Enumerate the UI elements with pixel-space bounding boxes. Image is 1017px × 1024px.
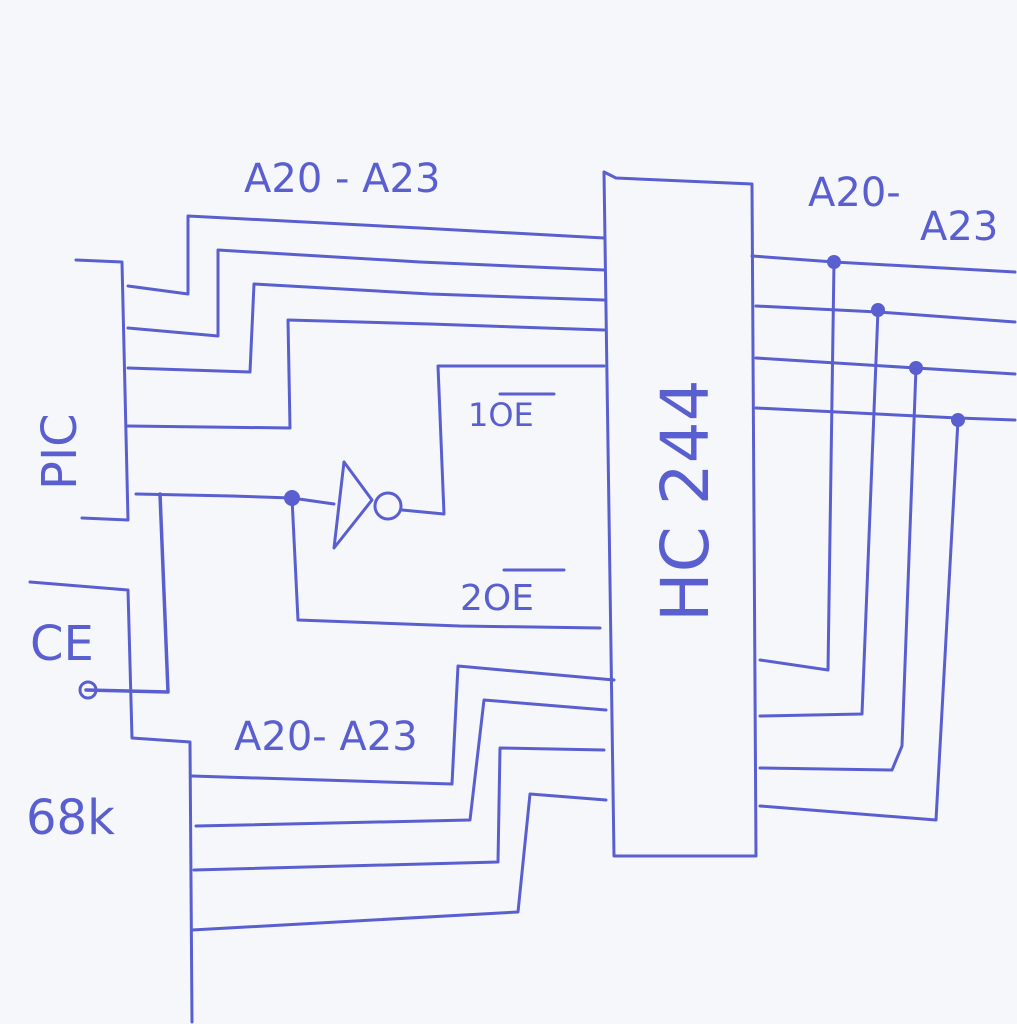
oe1-label: 1OE — [468, 396, 534, 434]
oe2-wire — [290, 496, 602, 630]
ce-label: CE — [30, 616, 94, 672]
pic-line-a21 — [126, 248, 606, 338]
pic-line-a23 — [126, 318, 606, 430]
cpu-line-a21 — [194, 698, 608, 828]
cpu-label: 68k — [26, 790, 115, 846]
hc244-chip: HC 244 — [602, 170, 758, 858]
cpu-line-a22 — [192, 746, 606, 872]
out-line-a23 — [754, 406, 1017, 422]
pic-label: PIC — [32, 413, 88, 490]
pic-block-outline — [74, 258, 130, 522]
ce-pin-circle — [78, 680, 98, 700]
cpu-line-a20 — [190, 664, 616, 786]
bus-label-pic: A20 - A23 — [244, 156, 440, 202]
pic-address-lines — [126, 214, 606, 430]
out2-line-a20 — [758, 260, 836, 672]
output-lines-2y — [758, 260, 960, 822]
out2-line-a23 — [758, 418, 960, 822]
bus-label-out-part2: A23 — [920, 204, 998, 250]
pic-block: PIC — [32, 258, 130, 522]
hc244-outline — [602, 170, 758, 858]
chip-label: HC 244 — [647, 379, 724, 622]
bus-label-out-part1: A20- — [808, 170, 901, 216]
cpu-block: CE 68k — [26, 580, 194, 1024]
oe-logic: 1OE 2OE — [78, 364, 606, 700]
cpu-address-lines — [190, 664, 616, 932]
inverter-triangle — [332, 460, 374, 550]
pic-select-line — [134, 492, 294, 500]
cpu-line-a23 — [190, 792, 608, 932]
inverter-input-wire — [290, 496, 336, 506]
out-line-a20 — [750, 254, 1017, 274]
oe1-wire — [400, 364, 606, 516]
pic-line-a22 — [126, 282, 606, 374]
out-line-a21 — [754, 304, 1017, 324]
ce-wire — [84, 492, 170, 694]
out-line-a22 — [754, 356, 1017, 376]
out2-line-a22 — [758, 366, 918, 772]
inverter-bubble — [373, 491, 403, 521]
oe2-label: 2OE — [460, 578, 534, 619]
pic-line-a20 — [126, 214, 606, 296]
bus-label-cpu: A20- A23 — [234, 714, 418, 760]
output-lines-1y — [750, 254, 1017, 427]
cpu-block-outline — [28, 580, 194, 1024]
out2-line-a21 — [758, 308, 880, 718]
